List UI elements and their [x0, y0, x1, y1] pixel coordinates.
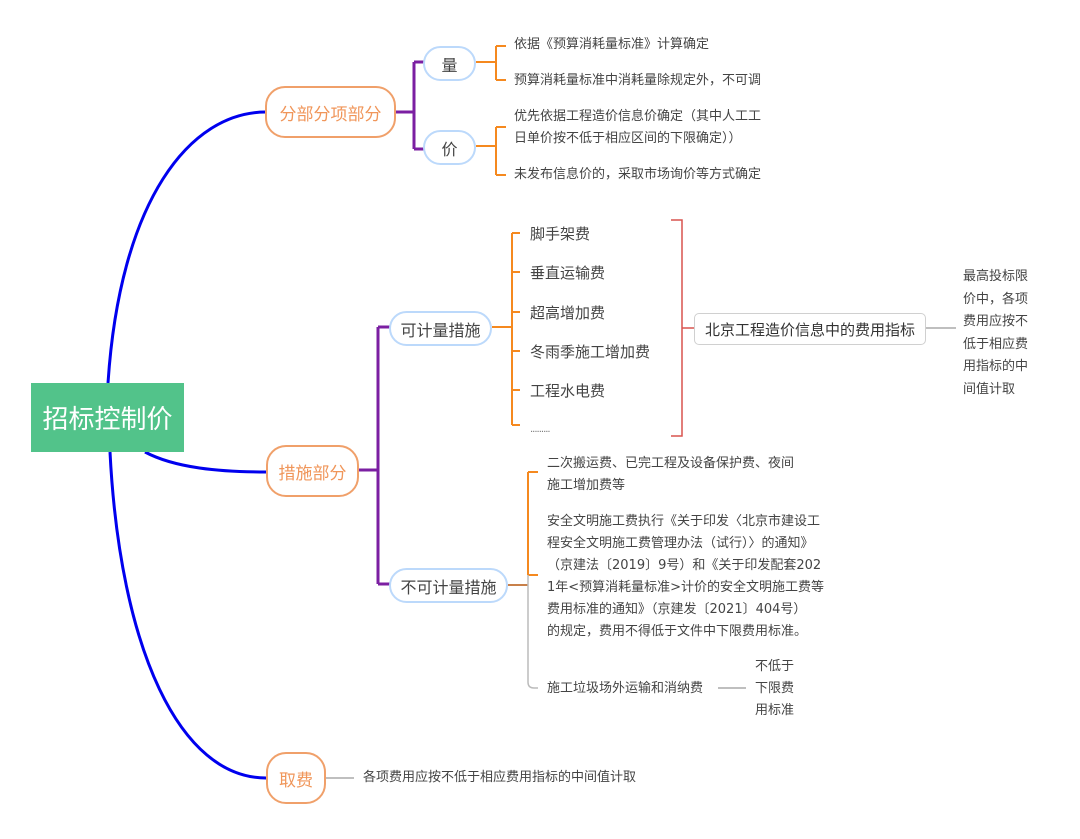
- jiliang-item: 超高增加费: [530, 304, 606, 322]
- last-note-line: 用标准: [755, 703, 795, 718]
- root-label: 招标控制价: [42, 405, 173, 435]
- node-bukejiliang[interactable]: 不可计量措施: [389, 568, 508, 603]
- link-liang-items: [476, 45, 506, 81]
- summary-note-line: 最高投标限: [963, 269, 1029, 284]
- node-qufei-label: 取费: [279, 770, 313, 791]
- node-cuoshi[interactable]: 措施部分: [266, 445, 359, 497]
- bukejiliang-item-2-line: 1年<预算消耗量标准>计价的安全文明施工费等: [547, 580, 825, 595]
- summary-note-line: 低于相应费: [963, 336, 1029, 352]
- link-fenbu-sub: [396, 60, 424, 151]
- liang-item-1: 依据《预算消耗量标准》计算确定: [514, 37, 710, 52]
- node-jia[interactable]: 价: [423, 130, 476, 165]
- jia-item-2: 未发布信息价的，采取市场询价等方式确定: [514, 167, 762, 182]
- bukejiliang-item-1-line: 施工增加费等: [547, 478, 626, 493]
- summary-note-line: 间值计取: [963, 381, 1016, 397]
- bukejiliang-item-2-line: 安全文明施工费执行《关于印发〈北京市建设工: [547, 514, 821, 529]
- last-note-line: 不低于: [755, 659, 795, 674]
- link-cuoshi-sub: [358, 325, 390, 586]
- node-summary-label: 北京工程造价信息中的费用指标: [704, 320, 915, 339]
- node-jiliang-label: 可计量措施: [400, 320, 481, 340]
- jiliang-item: 工程水电费: [530, 382, 606, 400]
- node-jiliang[interactable]: 可计量措施: [389, 311, 492, 346]
- jia-item-1-line-2: 日单价按不低于相应区间的下限确定））: [514, 131, 742, 146]
- jia-item-1: 优先依据工程造价信息价确定（其中人工工 日单价按不低于相应区间的下限确定））: [514, 106, 761, 150]
- node-liang[interactable]: 量: [423, 46, 476, 81]
- link-bukejiliang-orange: [527, 471, 538, 576]
- bukejiliang-item-2-line: 费用标准的通知》（京建发〔2021〕404号）: [547, 602, 807, 617]
- jiliang-item: 脚手架费: [530, 225, 591, 243]
- summary-note-line: 价中，各项: [963, 291, 1029, 307]
- bukejiliang-item-2-line: 程安全文明施工费管理办法（试行）〉的通知》: [547, 536, 814, 551]
- link-root-fenbu: [106, 110, 267, 384]
- node-liang-label: 量: [441, 55, 458, 75]
- bukejiliang-item-2-line: （京建法〔2019〕9号）和《关于印发配套202: [547, 558, 822, 573]
- last-note-line: 下限费: [755, 681, 795, 696]
- node-fenbu-label: 分部分项部分: [279, 104, 382, 125]
- node-bukejiliang-label: 不可计量措施: [400, 577, 497, 597]
- summary-note-line: 用指标的中: [963, 359, 1029, 374]
- node-jia-label: 价: [441, 139, 458, 159]
- root-node[interactable]: 招标控制价: [31, 383, 184, 452]
- bukejiliang-item-1: 二次搬运费、已完工程及设备保护费、夜间 施工增加费等: [547, 453, 794, 497]
- node-cuoshi-label: 措施部分: [278, 463, 347, 484]
- bukejiliang-item-2: 安全文明施工费执行《关于印发〈北京市建设工 程安全文明施工费管理办法（试行）〉的…: [547, 511, 824, 643]
- summary-note-line: 费用应按不: [963, 314, 1029, 329]
- link-jia-items: [476, 126, 506, 176]
- link-bukejiliang-gray: [527, 575, 538, 689]
- jiliang-item-ellipsis: .........: [530, 424, 551, 435]
- summary-note: 最高投标限 价中，各项 费用应按不 低于相应费 用指标的中 间值计取: [963, 266, 1028, 401]
- link-jiliang-items: [492, 232, 520, 426]
- qufei-note: 各项费用应按不低于相应费用指标的中间值计取: [363, 770, 637, 785]
- link-root-cuoshi: [144, 450, 267, 474]
- node-summary[interactable]: 北京工程造价信息中的费用指标: [694, 313, 926, 345]
- jiliang-item: 冬雨季施工增加费: [530, 343, 651, 361]
- jiliang-item: 垂直运输费: [530, 264, 606, 282]
- liang-item-2: 预算消耗量标准中消耗量除规定外，不可调: [514, 73, 762, 88]
- link-root-qufei: [108, 451, 267, 780]
- bracket-red: [671, 219, 694, 437]
- bukejiliang-item-1-line: 二次搬运费、已完工程及设备保护费、夜间: [547, 456, 795, 471]
- bukejiliang-item-3: 施工垃圾场外运输和消纳费: [547, 681, 704, 696]
- node-fenbu[interactable]: 分部分项部分: [265, 86, 396, 138]
- bukejiliang-item-2-line: 的规定，费用不得低于文件中下限费用标准。: [547, 624, 808, 639]
- node-qufei[interactable]: 取费: [266, 752, 326, 804]
- bukejiliang-last-note: 不低于 下限费 用标准: [755, 656, 794, 722]
- jia-item-1-line-1: 优先依据工程造价信息价确定（其中人工工: [514, 109, 762, 124]
